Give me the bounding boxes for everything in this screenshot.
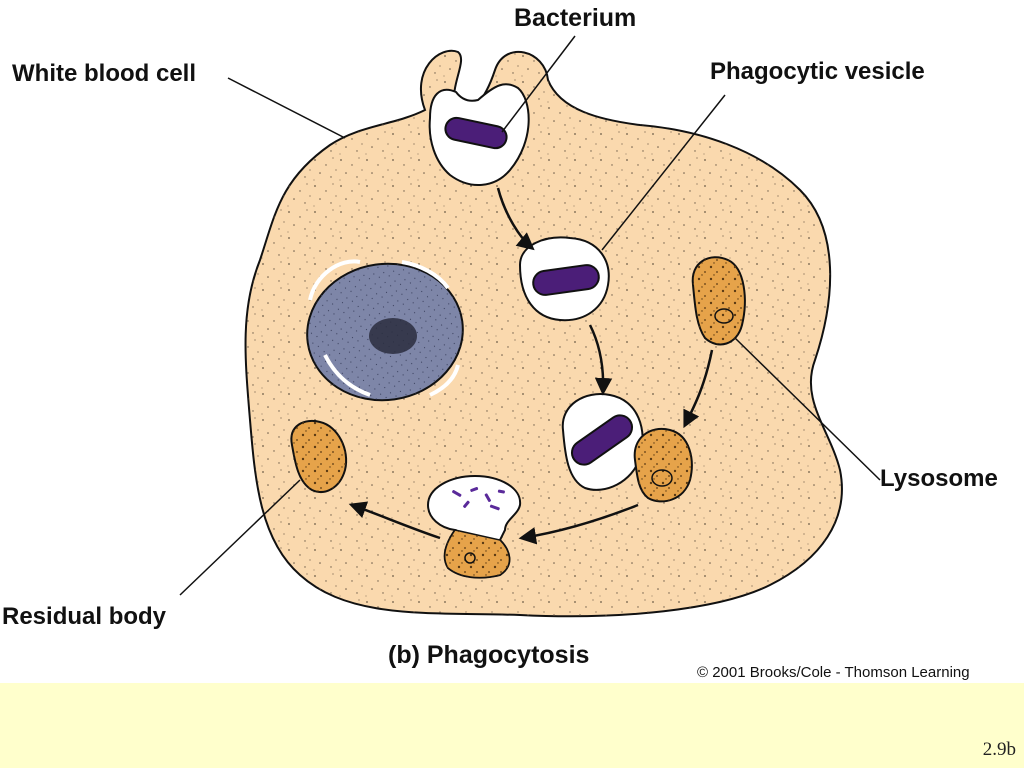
bacterium-3 [570,414,634,466]
nucleus [306,259,464,402]
figure-caption: (b) Phagocytosis [388,641,590,669]
slide-number: 2.9b [982,739,1016,760]
residual-body [290,420,348,493]
arrow-vesicle-down [588,324,613,396]
lysosome-1 [691,256,746,346]
leader-bacterium [501,35,576,133]
pathway-arrows [348,187,714,545]
bacterial-fragments [452,486,505,511]
leader-lines [179,35,881,596]
arrow-lysosome-to-vesicle [683,349,714,429]
label-bacterium: Bacterium [514,4,637,32]
phagocytosis-diagram [179,35,881,618]
label-white-blood-cell: White blood cell [12,60,196,87]
label-residual-body: Residual body [2,603,167,630]
leader-phagocytic-vesicle [601,94,726,251]
copyright-notice: © 2001 Brooks/Cole - Thomson Learning [697,664,970,681]
leader-lysosome [734,337,881,481]
arrow-to-residual-body [348,501,441,540]
lysosome-2 [633,427,693,503]
leader-white-blood-cell [227,77,346,139]
phagocytic-vesicle-1 [518,236,610,322]
arrow-to-digestion [518,503,639,545]
cytoplasm-speckles [245,50,842,617]
leader-residual-body [179,479,301,596]
bacterium-1 [444,116,508,150]
label-lysosome: Lysosome [880,465,998,492]
label-phagocytic-vesicle: Phagocytic vesicle [710,58,925,85]
phagocytic-vesicle-2 [561,393,644,491]
engulfing-pocket [428,83,530,187]
arrow-pocket-to-vesicle [496,187,535,251]
white-blood-cell [244,49,843,618]
digestion-vacuole [426,474,522,579]
bacterium-2 [532,264,600,296]
